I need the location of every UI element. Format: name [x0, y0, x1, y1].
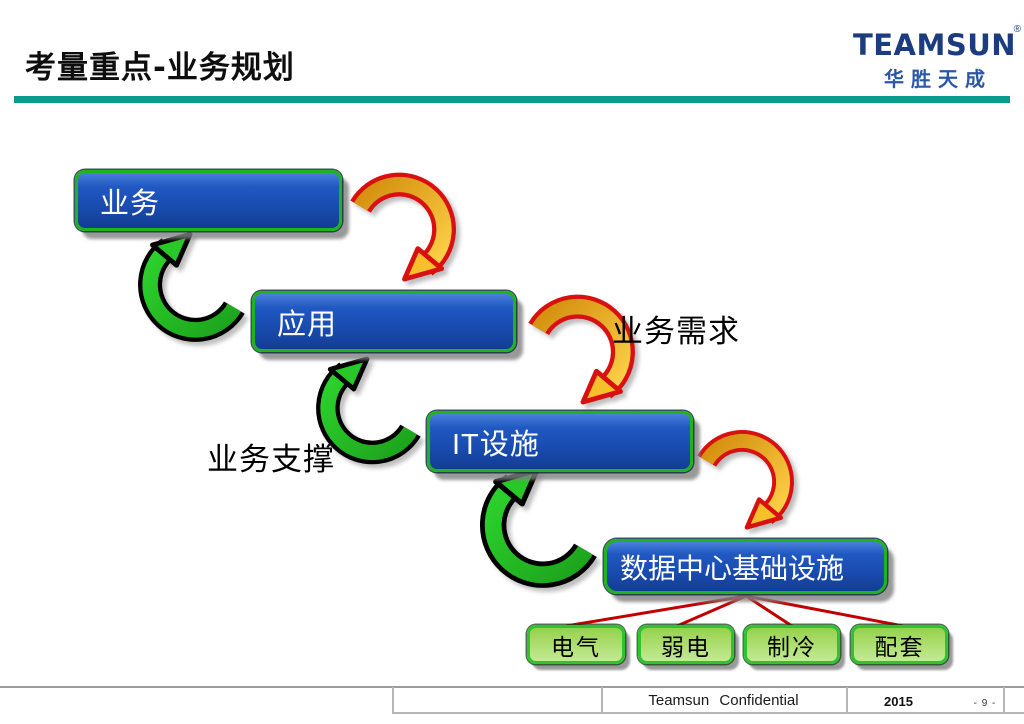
footer-bottom-rule	[392, 712, 1024, 714]
box-business: 业务	[75, 170, 342, 231]
footer-divider-3	[846, 687, 848, 712]
child-box-electrical-label: 电气	[551, 633, 601, 660]
child-box-supporting: 配套	[851, 625, 948, 664]
box-application: 应用	[252, 291, 516, 352]
child-box-weak-current-label: 弱电	[661, 633, 711, 660]
box-datacenter-infrastructure: 数据中心基础设施	[604, 539, 887, 594]
footer-divider-2	[601, 687, 603, 712]
label-business-support: 业务支撑	[207, 442, 335, 477]
footer-confidential-text: Teamsun Confidential	[648, 692, 799, 709]
logo-brand-text: TEAMSUN	[852, 27, 1017, 63]
child-box-supporting-label: 配套	[874, 633, 925, 660]
footer-divider-1	[392, 687, 394, 712]
green-curved-arrow-3	[480, 467, 597, 588]
box-it-facility-label: IT设施	[452, 428, 540, 461]
footer-top-rule	[0, 686, 1024, 688]
registered-trademark-icon: ®	[1013, 24, 1021, 35]
slide-title: 考量重点-业务规划	[25, 50, 295, 86]
box-business-label: 业务	[100, 187, 161, 220]
box-application-label: 应用	[277, 308, 338, 341]
orange-curved-arrow-3	[697, 430, 794, 530]
green-curved-arrow-1	[138, 231, 245, 342]
box-datacenter-infrastructure-label: 数据中心基础设施	[620, 552, 845, 584]
footer-divider-4	[1003, 687, 1005, 712]
orange-curved-arrow-2	[528, 294, 635, 405]
title-divider-rule	[14, 96, 1010, 103]
teamsun-logo: TEAMSUN ® 华胜天成	[852, 24, 1021, 92]
box-it-facility: IT设施	[427, 411, 693, 472]
logo-chinese-text: 华胜天成	[884, 69, 992, 91]
footer-year: 2015	[884, 694, 913, 709]
child-box-weak-current: 弱电	[638, 625, 734, 664]
footer-page-number: - 9 -	[973, 698, 997, 709]
orange-curved-arrow-1	[350, 172, 456, 282]
child-box-electrical: 电气	[527, 625, 625, 664]
label-business-demand: 业务需求	[612, 314, 740, 349]
green-curved-arrow-2	[316, 356, 421, 465]
child-box-cooling-label: 制冷	[767, 633, 817, 660]
child-box-cooling: 制冷	[744, 625, 840, 664]
